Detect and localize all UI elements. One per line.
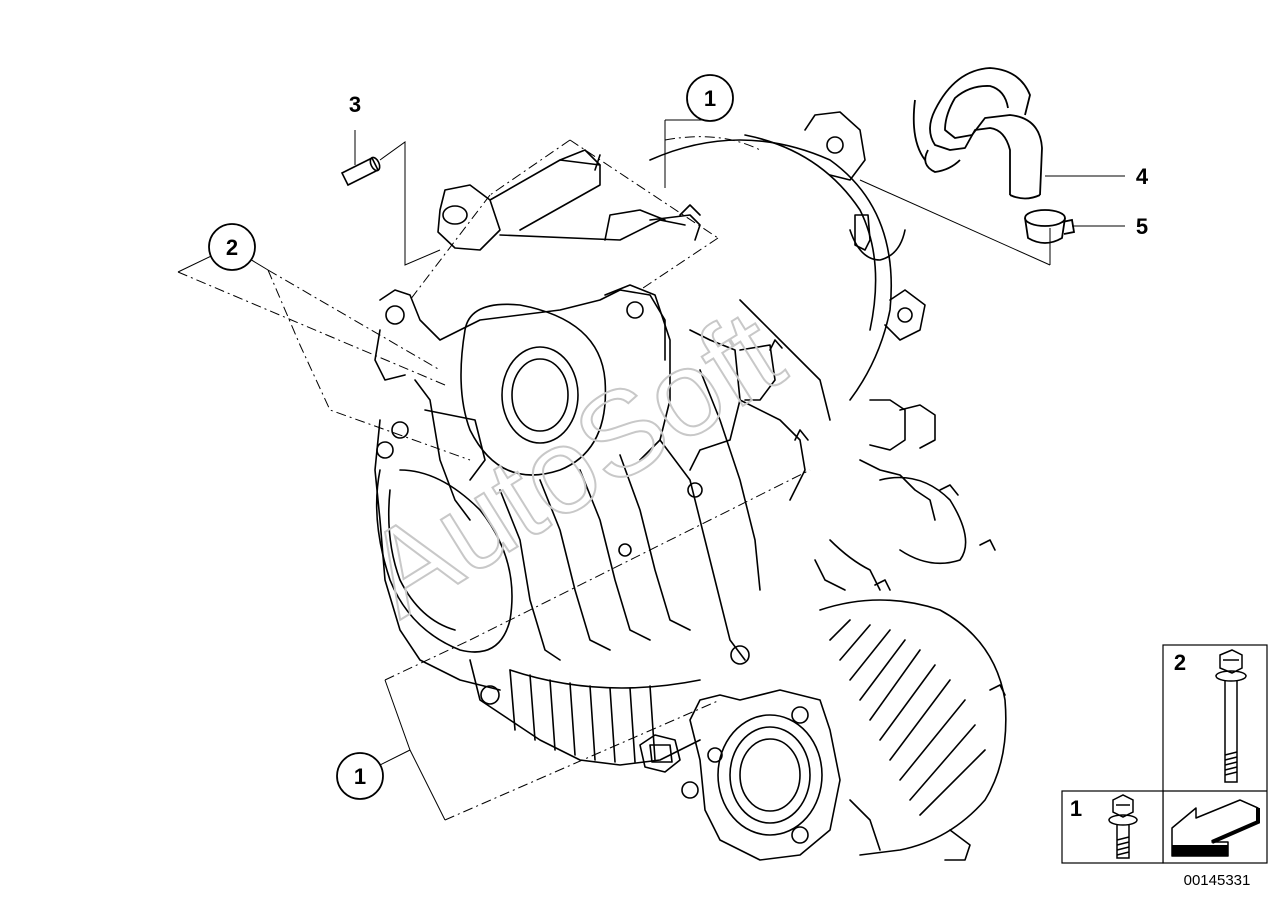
- part-label-3: 3: [349, 92, 361, 117]
- callout-1-bottom-label: 1: [354, 764, 366, 789]
- short-bolt-icon: [1108, 794, 1138, 859]
- callout-1-top-label: 1: [704, 86, 716, 111]
- direction-arrow-icon: [1171, 799, 1260, 857]
- leader-lines: [177, 119, 1125, 821]
- callout-2-left-label: 2: [226, 235, 238, 260]
- part-label-4: 4: [1136, 164, 1149, 189]
- breather-hose-part: [912, 67, 1043, 200]
- callout-1-bottom: 1: [336, 752, 384, 800]
- legend-box: 2 1: [1061, 644, 1268, 864]
- callout-1-top: 1: [686, 74, 734, 122]
- long-bolt-icon: [1215, 649, 1247, 783]
- legend-label-2: 2: [1174, 650, 1186, 675]
- pin-part: [340, 156, 381, 187]
- transfer-case-drawing: [374, 111, 1007, 861]
- callout-2-left: 2: [208, 223, 256, 271]
- part-label-5: 5: [1136, 214, 1148, 239]
- diagram-reference-id: 00145331: [1184, 872, 1251, 889]
- legend-label-1: 1: [1070, 796, 1082, 821]
